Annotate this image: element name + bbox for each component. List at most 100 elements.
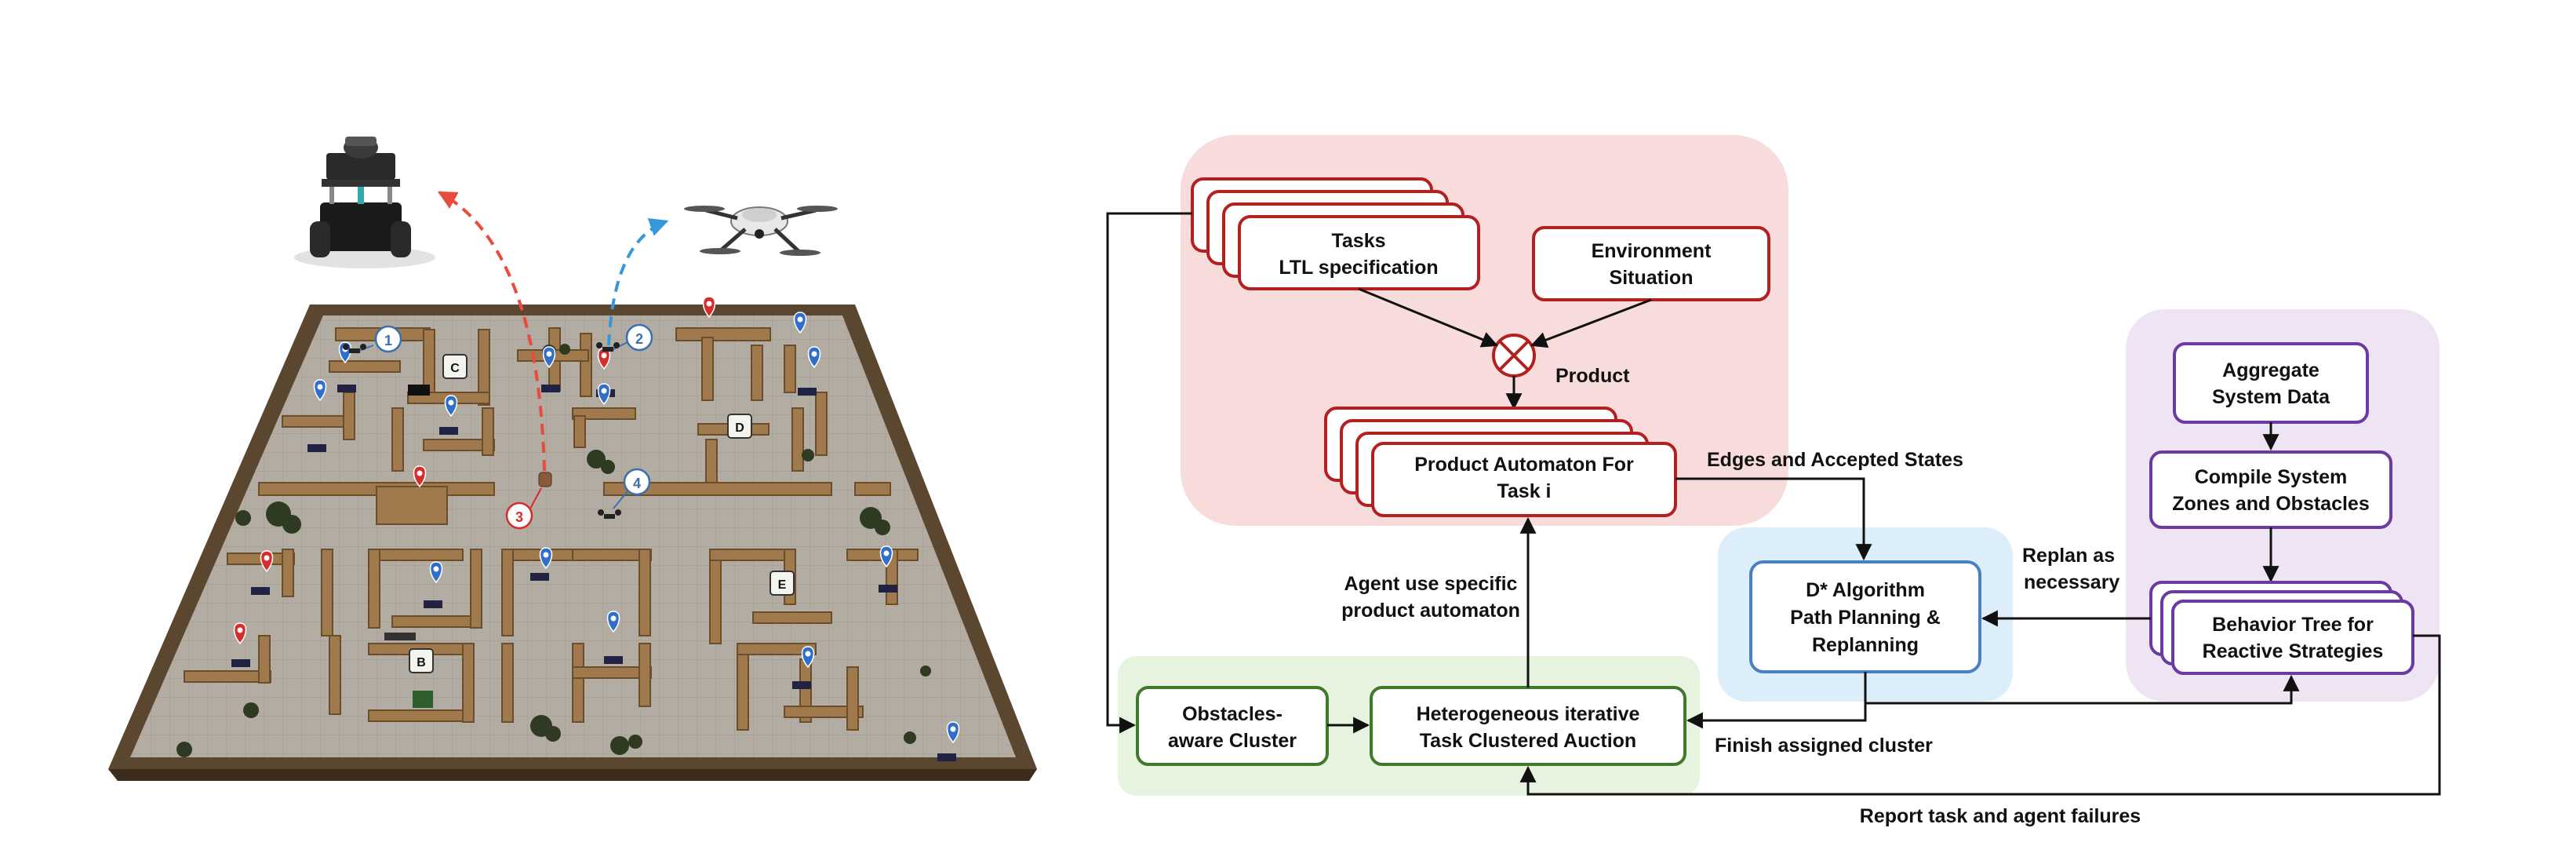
dstar-line1: D* Algorithm — [1806, 579, 1925, 601]
arrow-environment-to-product — [1530, 298, 1652, 348]
waypoint-1-label: 1 — [384, 333, 392, 348]
zone-e-label: E — [778, 578, 787, 592]
location-pin-dot — [811, 351, 817, 357]
waypoint-3: 3 — [505, 501, 533, 530]
behavior-tree-line2: Reactive Strategies — [2203, 640, 2384, 662]
location-pin-dot — [317, 384, 323, 390]
aggregate-line1: Aggregate — [2222, 359, 2319, 381]
location-pin-icon — [429, 561, 443, 584]
heterogeneous-box — [1370, 686, 1686, 766]
drone-icon — [684, 206, 838, 256]
location-pin-icon — [793, 312, 807, 334]
waypoint-3-leader — [529, 487, 542, 509]
drone-path — [607, 218, 669, 346]
location-pin-dot — [546, 351, 552, 357]
edges-label: Edges and Accepted States — [1707, 449, 1963, 471]
heterogeneous-line1: Heterogeneous iterative — [1417, 703, 1640, 725]
location-pin-dot — [706, 301, 712, 307]
arrow-tasks-to-product — [1358, 287, 1498, 348]
vegetation — [176, 344, 931, 757]
zone-e: E — [770, 571, 795, 596]
obstacles-line2: aware Cluster — [1168, 730, 1297, 752]
waypoint-2-label: 2 — [635, 331, 643, 347]
environment-line1: Environment — [1592, 240, 1712, 262]
zone-d: D — [727, 414, 752, 439]
location-pin-dot — [237, 627, 243, 633]
location-pin-icon — [879, 545, 893, 568]
behavior-tree-line1: Behavior Tree for — [2212, 614, 2374, 636]
location-pin-icon — [801, 646, 815, 669]
product-automaton-stack — [1324, 407, 1677, 517]
aggregate-box — [2173, 342, 2369, 424]
finish-label: Finish assigned cluster — [1715, 735, 1933, 757]
replan-line1: Replan as — [2022, 545, 2115, 567]
agent-use-line1: Agent use specific — [1344, 573, 1518, 595]
aggregate-line2: System Data — [2212, 386, 2330, 408]
zone-b-label: B — [417, 656, 426, 669]
compile-box — [2149, 450, 2392, 529]
location-pin-icon — [807, 346, 821, 369]
product-automaton-line2: Task i — [1497, 480, 1551, 502]
arrow-automaton-to-dstar — [1675, 477, 1872, 561]
location-pin-dot — [543, 552, 549, 558]
heterogeneous-line2: Task Clustered Auction — [1420, 730, 1636, 752]
location-pin-dot — [797, 316, 803, 323]
tasks-line1: Tasks — [1331, 230, 1385, 252]
drone-on-map-1 — [596, 342, 620, 352]
dstar-line2: Path Planning & — [1790, 607, 1941, 629]
environment-box — [1532, 226, 1770, 301]
location-pin-icon — [702, 296, 716, 319]
product-operator-icon — [1492, 334, 1536, 377]
location-pin-dot — [601, 352, 607, 359]
ground-robot-path — [437, 191, 546, 472]
compile-line2: Zones and Obstacles — [2172, 493, 2369, 515]
obstacles-box — [1136, 686, 1329, 766]
waypoint-4-label: 4 — [633, 476, 641, 491]
behavior-tree-stack — [2149, 581, 2414, 675]
location-pin-icon — [946, 721, 960, 744]
location-pin-dot — [883, 550, 890, 556]
arena-frame — [108, 769, 1037, 781]
zone-b: B — [409, 648, 434, 673]
tasks-stack — [1191, 177, 1480, 290]
location-pin-icon — [313, 379, 327, 402]
waypoint-2-leader — [611, 341, 628, 351]
location-pin-icon — [413, 465, 427, 488]
target-pads — [231, 385, 956, 761]
obstacles-line1: Obstacles- — [1182, 703, 1283, 725]
tasks-line2: LTL specification — [1279, 257, 1438, 279]
location-pin-dot — [950, 726, 956, 732]
location-pin-icon — [542, 346, 556, 369]
environment-line2: Situation — [1610, 267, 1694, 289]
waypoint-3-label: 3 — [515, 509, 523, 525]
arrow-dstar-to-behavior — [1865, 674, 2300, 705]
location-pin-icon — [233, 622, 247, 645]
drone-on-map-3 — [343, 344, 366, 353]
location-pin-dot — [417, 470, 423, 476]
location-pin-icon — [539, 547, 553, 570]
location-pins — [233, 296, 960, 744]
ground-robot-on-map — [538, 472, 552, 487]
arrow-dstar-to-heterogeneous — [1686, 672, 1867, 729]
waypoint-4-leader — [613, 491, 628, 509]
compile-line1: Compile System — [2195, 466, 2348, 488]
location-pin-dot — [448, 399, 454, 406]
zone-c: C — [442, 354, 468, 379]
product-label: Product — [1555, 365, 1630, 387]
location-pin-icon — [597, 383, 611, 406]
maze-scene: C D E B — [108, 137, 1037, 781]
replan-line2: necessary — [2024, 571, 2119, 593]
zone-c-label: C — [450, 362, 460, 375]
zone-labels: C D E B — [409, 354, 795, 673]
location-pin-dot — [805, 651, 811, 657]
ground-robot-icon — [294, 137, 435, 268]
location-pin-dot — [264, 555, 270, 561]
drone-on-map-2 — [598, 509, 621, 519]
dstar-line3: Replanning — [1812, 634, 1919, 656]
flowchart: Tasks LTL specification Environment Situ… — [1106, 135, 2441, 827]
arrow-behavior-to-heterogeneous — [1519, 634, 2441, 796]
waypoint-4: 4 — [623, 468, 651, 496]
location-pin-icon — [606, 611, 620, 633]
agent-use-line2: product automaton — [1341, 600, 1520, 622]
